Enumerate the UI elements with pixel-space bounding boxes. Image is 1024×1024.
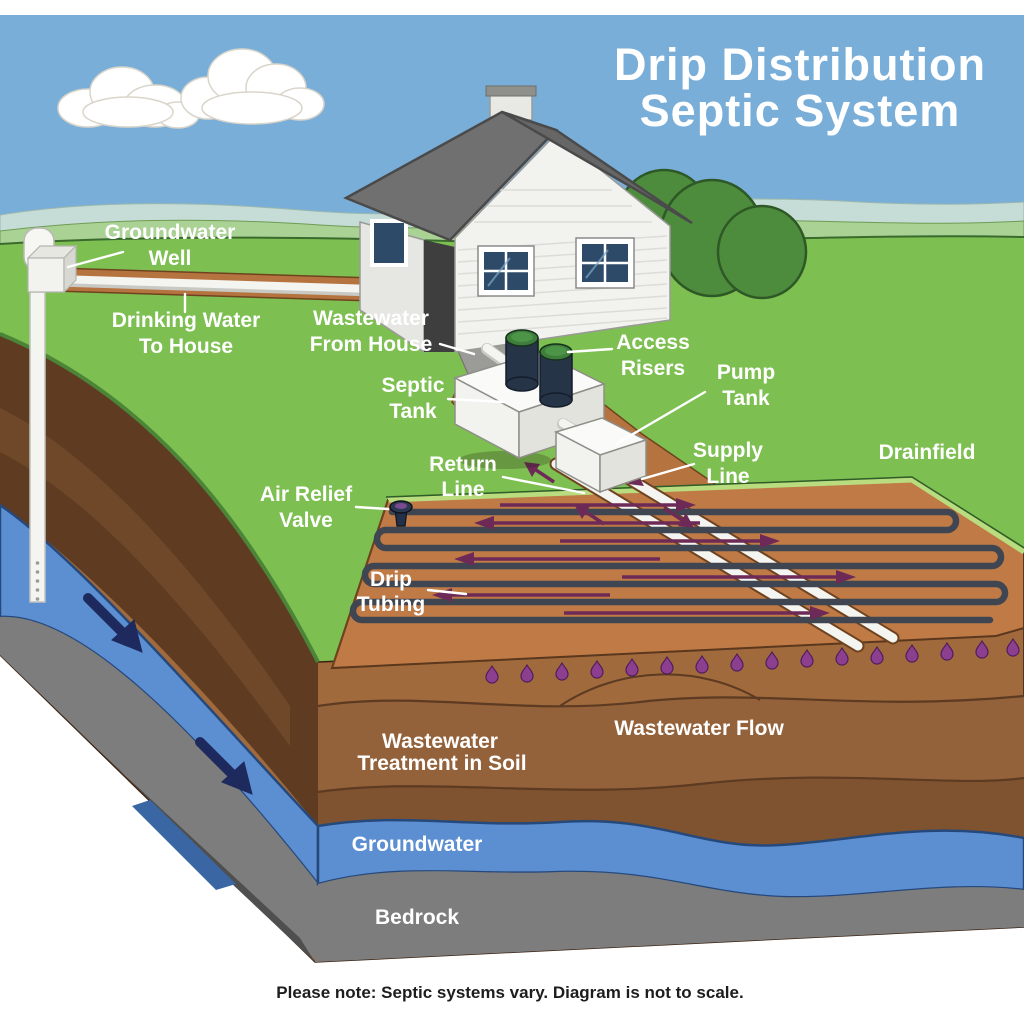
leader-return-line [501,475,586,495]
cloud-icon [180,48,325,125]
bedrock-left-band [0,616,318,962]
soil-band-line [317,694,1024,708]
soil-left-band [0,408,290,746]
leader-wastewater-from-house [438,342,476,356]
drainfield-grass-edge [387,477,1024,555]
label-air-relief-valve: Air Relief [260,483,353,506]
label-air-relief-valve: Valve [279,509,333,532]
chimney-cap [485,85,537,97]
label-drip-tubing: Tubing [357,593,425,616]
label-groundwater-well: Groundwater [105,221,236,244]
leader-air-relief-valve [354,505,390,511]
label-drinking-water: To House [139,335,233,358]
label-septic-tank: Tank [389,400,437,423]
leader-access-risers [566,347,614,354]
well-pipe-perforations [35,561,40,601]
house-side-window [370,219,408,267]
label-wastewater-treatment: Wastewater [382,730,498,753]
leader-pump-tank [614,390,707,446]
well-box-side [63,244,77,294]
bedrock-layer [315,871,1024,962]
soil-band-line [317,776,1024,794]
access-riser-icon [539,343,573,408]
label-drinking-water: Drinking Water [112,309,261,332]
label-groundwater-well: Well [149,247,192,270]
front-window [575,237,635,289]
soil-band-low [318,777,1024,846]
groundwater-flow-arrow-icon [83,593,253,795]
pump-tank-right [599,438,647,494]
label-access-risers: Access [616,331,690,354]
label-return-line: Line [441,478,484,501]
label-drip-tubing: Drip [370,568,412,591]
label-wastewater-treatment: Treatment in Soil [357,752,526,775]
roof-right-slope [501,110,693,225]
label-groundwater: Groundwater [352,833,483,856]
label-drainfield: Drainfield [879,441,976,464]
well-pipe [29,291,46,603]
label-wastewater-from-house: Wastewater [313,307,429,330]
grass-soil-edge [0,332,320,663]
leader-groundwater-well [66,250,125,269]
groundwater-layer [316,818,1024,899]
well-box-front [27,257,65,293]
tubing-flow-arrow-icon [432,498,856,620]
leader-drip-tubing [426,588,468,596]
leader-supply-line [640,462,696,481]
house-entry-recess [424,240,455,352]
pump-tank-box [554,417,648,494]
label-bedrock: Bedrock [375,906,459,929]
groundwater-well [23,227,78,603]
label-wastewater-flow: Wastewater Flow [614,717,784,740]
label-wastewater-from-house: From House [310,333,433,356]
label-septic-tank: Septic [381,374,444,397]
label-pump-tank: Pump [717,361,775,384]
return-line-pipe [551,459,863,651]
label-access-risers: Risers [621,357,685,380]
soil-band-mid [318,696,1024,792]
label-supply-line: Supply [693,439,763,462]
access-riser-icon [505,329,539,392]
front-window [477,245,535,297]
label-return-line: Return [429,453,497,476]
drip-tubing-serpentine [349,508,1009,624]
drainfield-grass-edge-outline [385,476,1024,549]
soil-hump-line [559,673,761,707]
label-pump-tank: Tank [722,387,770,410]
footer-note: Please note: Septic systems vary. Diagra… [276,983,743,1002]
air-relief-valve-icon [389,500,413,527]
leader-septic-tank [446,397,506,404]
wastewater-droplet-icon [485,637,1020,684]
page-title: Drip Distribution [614,39,986,90]
drainfield-left-edge [331,499,389,669]
page-title: Septic System [640,85,961,136]
label-supply-line: Line [706,465,749,488]
block-bevel-blue [132,800,236,890]
